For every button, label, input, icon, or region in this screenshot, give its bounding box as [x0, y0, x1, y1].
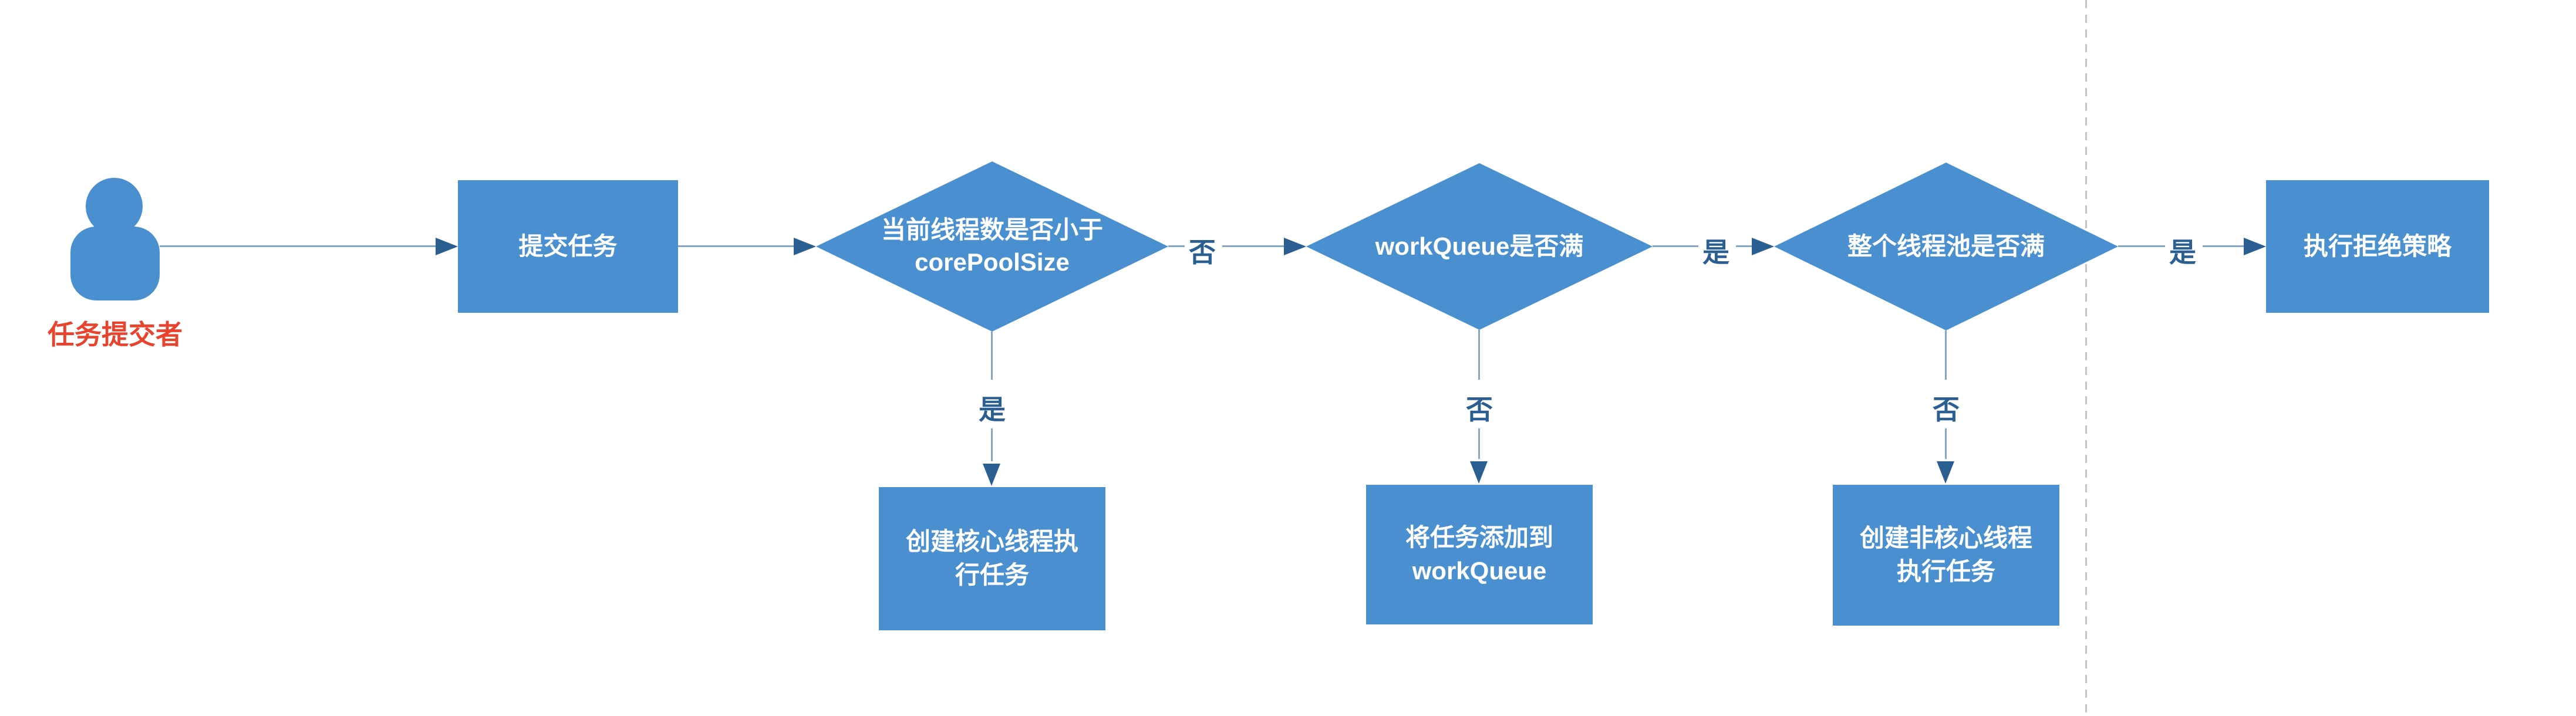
edge-label-queue-no: 否 [1461, 387, 1498, 428]
decision-core-line1: 当前线程数是否小于 [881, 216, 1103, 244]
arrowhead-pool-no [1937, 461, 1954, 484]
connector-pool-no-seg2 [1945, 428, 1947, 459]
connector-pool-no-seg1 [1945, 330, 1947, 380]
arrowhead-submit-corecheck [794, 238, 816, 255]
arrowhead-pool-yes [2244, 238, 2266, 255]
connector-core-no-seg1 [1168, 245, 1185, 247]
node-add-queue-line2: workQueue [1412, 557, 1547, 585]
decision-core-line2: corePoolSize [915, 248, 1070, 276]
person-icon [86, 178, 143, 235]
connector-core-no-seg2 [1222, 245, 1286, 247]
decision-workqueue-label: workQueue是否满 [1375, 232, 1584, 260]
arrowhead-queue-no [1470, 461, 1488, 484]
connector-queue-yes-seg1 [1653, 245, 1698, 247]
decision-workqueue-full: workQueue是否满 [1306, 163, 1653, 330]
connector-core-yes-seg1 [991, 332, 993, 380]
connector-queue-no-seg1 [1478, 330, 1480, 380]
connector-queue-no-seg2 [1478, 428, 1480, 459]
node-create-noncore-line1: 创建非核心线程 [1859, 524, 2032, 552]
arrowhead-core-no [1284, 238, 1306, 255]
decision-pool-full: 整个线程池是否满 [1774, 163, 2118, 330]
node-submit-task-label: 提交任务 [518, 232, 618, 260]
node-create-core-line1: 创建核心线程执 [905, 528, 1078, 556]
node-create-noncore-thread: 创建非核心线程 执行任务 [1833, 485, 2059, 626]
connector-actor-submit [160, 245, 438, 247]
connector-pool-yes-seg1 [2118, 245, 2165, 247]
decision-core-pool-size: 当前线程数是否小于 corePoolSize [816, 161, 1168, 332]
node-reject-policy: 执行拒绝策略 [2266, 180, 2489, 313]
page-break-dashed-line [2085, 0, 2087, 716]
arrowhead-core-yes [983, 464, 1000, 486]
connector-queue-yes-seg2 [1736, 245, 1752, 247]
actor-label: 任务提交者 [48, 319, 183, 350]
edge-label-queue-yes: 是 [1698, 230, 1734, 271]
arrowhead-queue-yes [1752, 238, 1774, 255]
edge-label-pool-no: 否 [1927, 387, 1965, 428]
node-create-noncore-line2: 执行任务 [1896, 558, 1995, 585]
node-add-queue-line1: 将任务添加到 [1405, 524, 1553, 552]
arrowhead-actor-submit [436, 238, 458, 255]
edge-label-core-no: 否 [1185, 230, 1220, 271]
person-icon-body [70, 227, 160, 300]
node-submit-task: 提交任务 [458, 180, 678, 313]
edge-label-pool-yes: 是 [2165, 230, 2200, 271]
node-reject-policy-label: 执行拒绝策略 [2303, 232, 2452, 260]
connector-submit-corecheck [678, 245, 794, 247]
node-create-core-line2: 行任务 [955, 561, 1029, 589]
decision-pool-label: 整个线程池是否满 [1847, 232, 2045, 260]
connector-core-yes-seg2 [991, 428, 993, 461]
node-add-to-workqueue: 将任务添加到 workQueue [1366, 485, 1593, 624]
node-create-core-thread: 创建核心线程执 行任务 [879, 487, 1105, 630]
edge-label-core-yes: 是 [973, 387, 1011, 428]
connector-pool-yes-seg2 [2203, 245, 2244, 247]
